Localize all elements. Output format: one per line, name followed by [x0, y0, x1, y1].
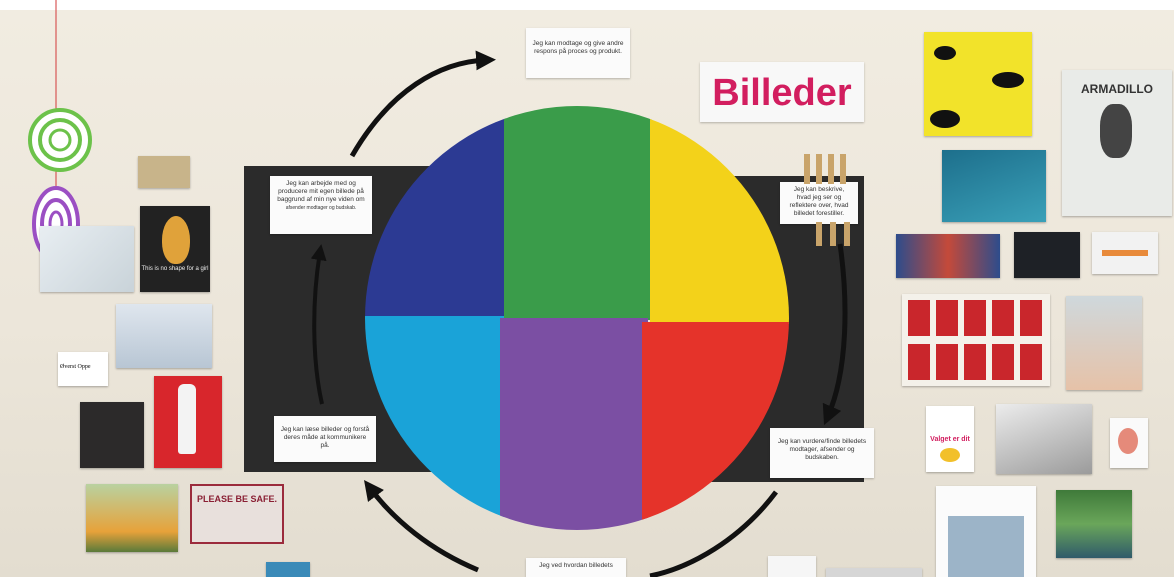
- poster-soup-cans: [902, 294, 1050, 386]
- please-be-safe-sign: PLEASE BE SAFE.: [190, 484, 284, 544]
- please-be-safe-text: PLEASE BE SAFE.: [196, 494, 277, 504]
- poster-pear-text: This is no shape for a girl: [141, 266, 209, 272]
- note-right-lower: Jeg kan vurdere/finde billedets modtager…: [770, 428, 874, 478]
- poster-glass-bottle: [116, 304, 212, 368]
- clothes-pegs-lower: [816, 222, 856, 246]
- poster-oversti-oppe-text: Øverst Oppe: [60, 364, 91, 370]
- clothes-pegs: [804, 154, 848, 184]
- arrow-top-left: [349, 50, 496, 158]
- note-left-upper-sub: afsender modtager og budskab.: [285, 205, 357, 211]
- armadillo-silhouette: [1100, 104, 1132, 158]
- poster-armadillo-title: ARMADILLO: [1081, 82, 1153, 96]
- wheel-purple-quadrant: [500, 318, 648, 530]
- poster-underwater: [942, 150, 1046, 222]
- poster-bottom-small-2: [826, 568, 922, 577]
- note-right-upper: Jeg kan beskrive, hvad jeg ser og reflek…: [780, 182, 858, 224]
- poster-lipstick-gun: [996, 404, 1092, 474]
- poster-pear: This is no shape for a girl: [140, 206, 210, 292]
- arrow-bottom-left: [363, 480, 479, 573]
- poster-anatomy-head: [1110, 418, 1148, 468]
- poster-pencil: [1092, 232, 1158, 274]
- note-left-upper-main: Jeg kan arbejde med og producere mit ege…: [277, 180, 365, 203]
- note-bottom: Jeg ved hvordan billedets: [526, 558, 626, 577]
- arrow-left: [310, 244, 327, 405]
- poster-glass-figures: [40, 226, 134, 292]
- note-top: Jeg kan modtage og give andre respons på…: [526, 28, 630, 78]
- billeder-title-sign: Billeder: [700, 62, 864, 122]
- poster-ketchup: [154, 376, 222, 468]
- ketchup-bottle: [178, 384, 196, 454]
- poster-monet-bridge: [1056, 490, 1132, 558]
- wheel-blue-quadrant: [365, 106, 506, 318]
- wheel-green-quadrant: [504, 106, 652, 320]
- poster-yellow-art: [924, 32, 1032, 136]
- poster-valget-er-dit: Valget er dit: [926, 406, 974, 472]
- poster-small-art: [138, 156, 190, 188]
- wheel-yellow-quadrant: [650, 106, 789, 324]
- green-spiral-decoration: [28, 108, 92, 172]
- poster-oversti-oppe: Øverst Oppe: [58, 352, 108, 386]
- poster-dark-scene: [1014, 232, 1080, 278]
- poster-dancers: [896, 234, 1000, 278]
- poster-bus-stop: [86, 484, 178, 552]
- note-left-lower: Jeg kan læse billeder og forstå deres må…: [274, 416, 376, 462]
- poster-woman-portrait: [80, 402, 144, 468]
- poster-bottom-small-1: [768, 556, 816, 577]
- poster-instagram: [936, 486, 1036, 577]
- poster-small-bottom-left: [266, 562, 310, 577]
- pear-shape: [162, 216, 190, 264]
- poster-armadillo: ARMADILLO: [1062, 70, 1172, 216]
- poster-girl-toothpaste: [1066, 296, 1142, 390]
- poster-valget-text: Valget er dit: [930, 436, 970, 443]
- note-left-upper: Jeg kan arbejde med og producere mit ege…: [270, 176, 372, 234]
- arrow-right: [822, 243, 848, 426]
- arrow-bottom-right: [649, 490, 778, 577]
